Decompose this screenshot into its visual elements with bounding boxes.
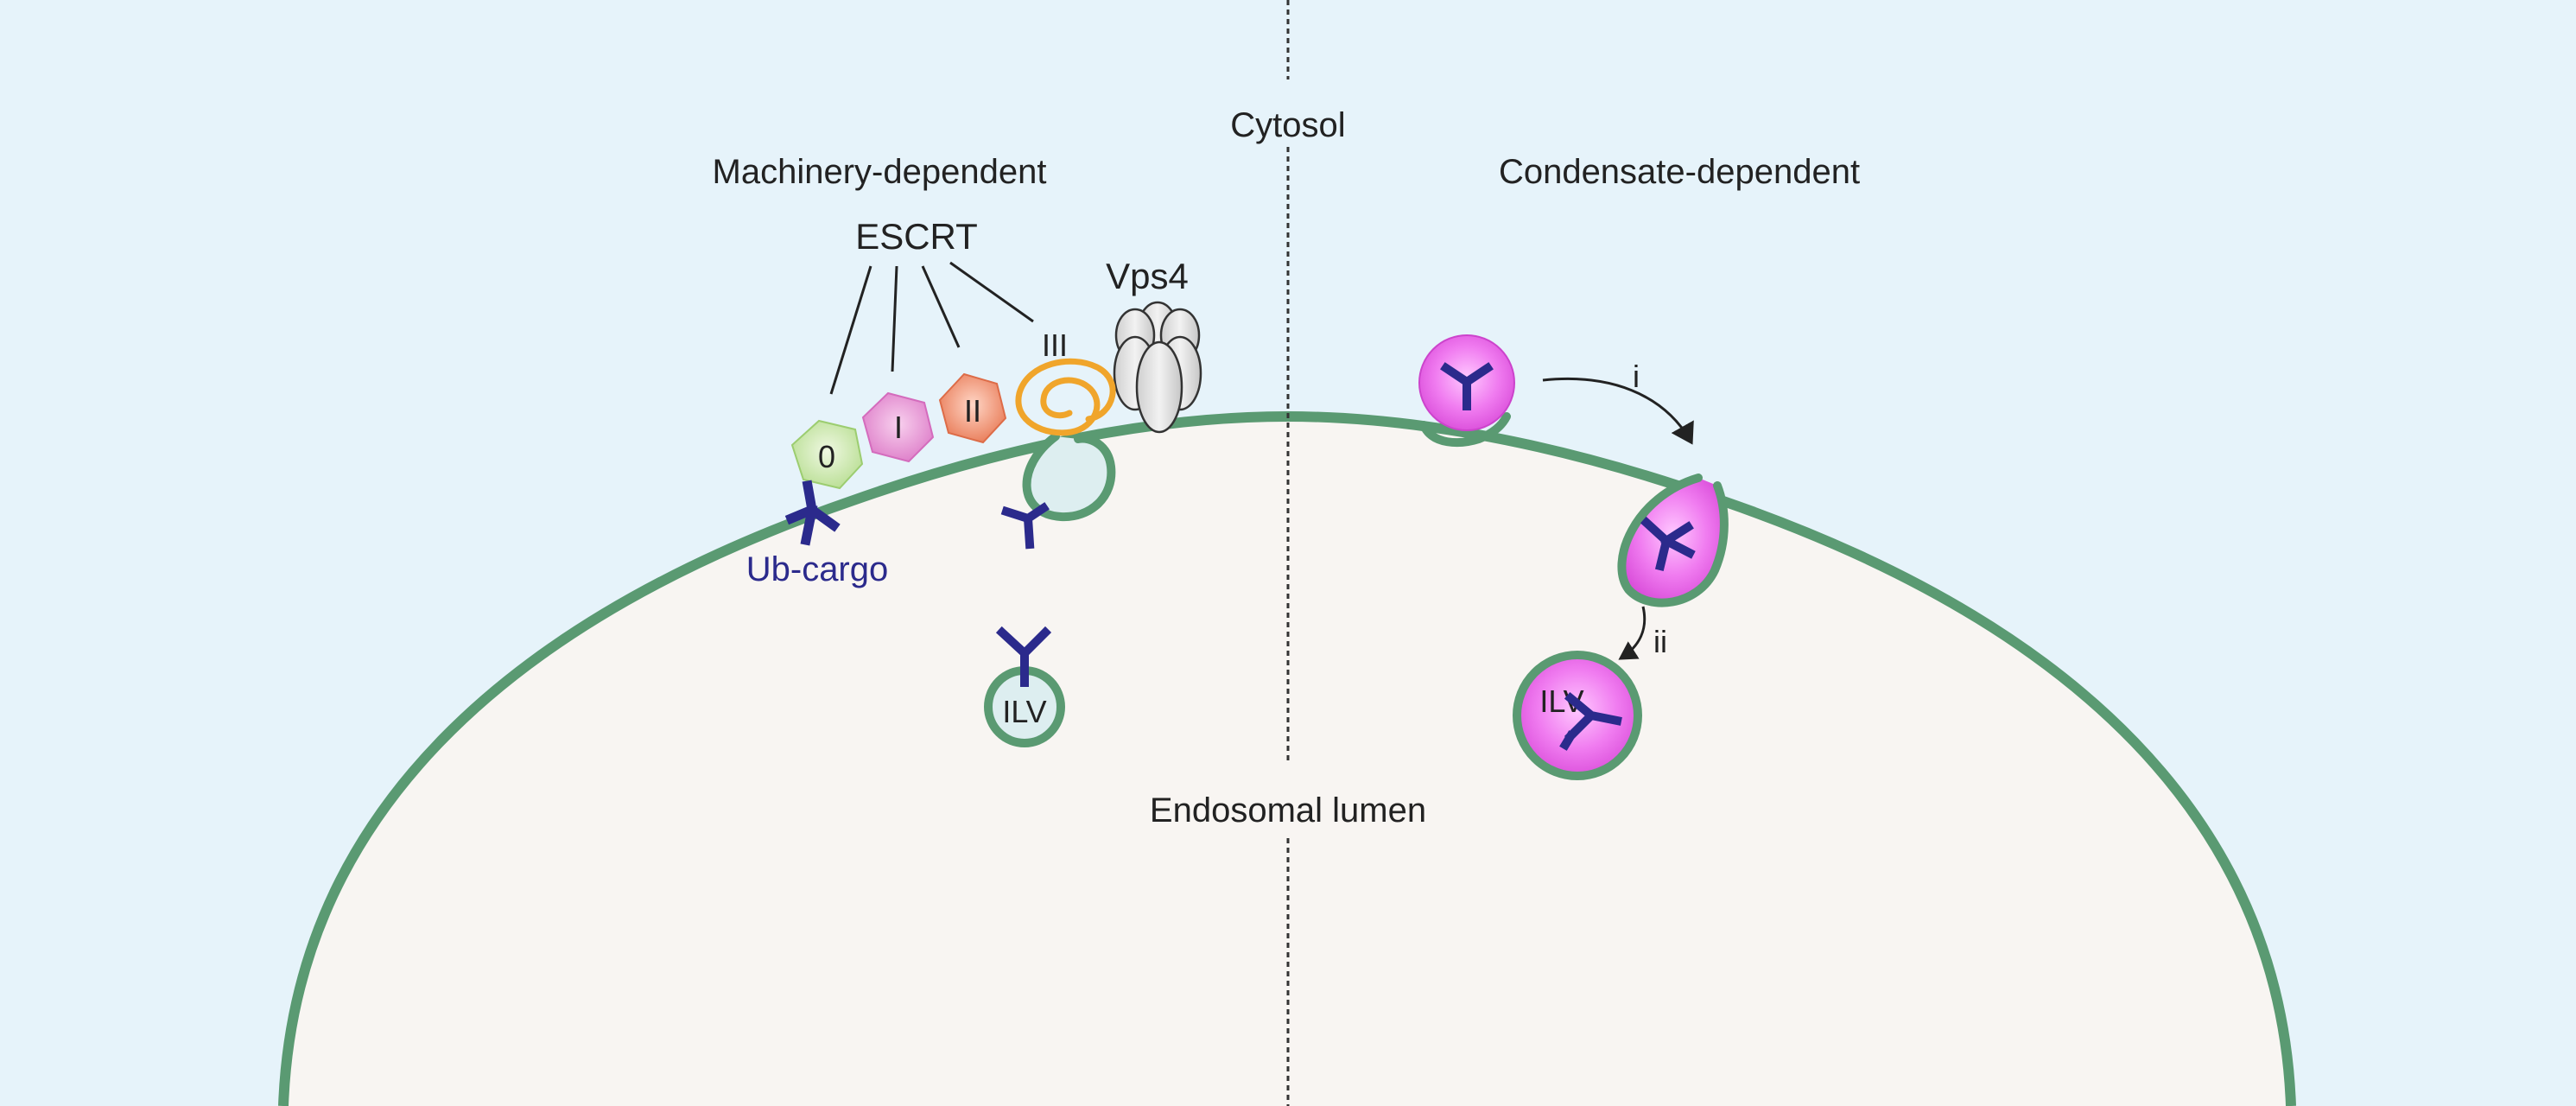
ilv-vesicle-right: [1513, 651, 1642, 780]
ilv-left-label: ILV: [1002, 694, 1046, 729]
cargo-molecule-in-bud: [1000, 502, 1050, 550]
arrow-step-i: [1542, 377, 1694, 445]
ub-cargo-label: Ub-cargo: [746, 550, 889, 588]
escrt-label: ESCRT: [855, 216, 978, 257]
escrt-connector-lines: [829, 261, 1034, 395]
budding-vesicle-machinery: [1022, 432, 1116, 522]
cytosol-label: Cytosol: [1230, 106, 1345, 144]
vps4-complex: [1113, 301, 1202, 434]
step-i-label: i: [1633, 359, 1640, 394]
escrt-0-label: 0: [818, 439, 835, 474]
condensate-dependent-label: Condensate-dependent: [1499, 153, 1860, 191]
endosomal-lumen-label: Endosomal lumen: [1150, 791, 1426, 830]
arrow-step-ii: [1618, 606, 1646, 660]
escrt-i-complex: [861, 391, 935, 463]
cargo-molecule-in-ilv-right: [1559, 691, 1622, 751]
escrt-iii-label: III: [1042, 327, 1068, 363]
cargo-molecule-in-bud-condensate: [1640, 516, 1696, 572]
cargo-molecule-in-condensate-top: [1440, 362, 1494, 410]
escrt-iii-spiral: [1015, 358, 1116, 436]
machinery-dependent-label: Machinery-dependent: [713, 153, 1047, 191]
condensate-docking-membrane: [1419, 412, 1511, 448]
step-ii-label: ii: [1653, 624, 1667, 659]
escrt-ii-complex: [938, 372, 1007, 444]
escrt-ii-label: II: [964, 393, 981, 429]
cargo-molecule-in-ilv-left: [995, 626, 1052, 687]
ub-cargo-molecule: [784, 480, 841, 546]
escrt-i-label: I: [894, 410, 903, 445]
escrt-0-complex: [790, 419, 864, 490]
vps4-label: Vps4: [1106, 256, 1189, 296]
endosome-lumen: [283, 416, 2291, 1106]
